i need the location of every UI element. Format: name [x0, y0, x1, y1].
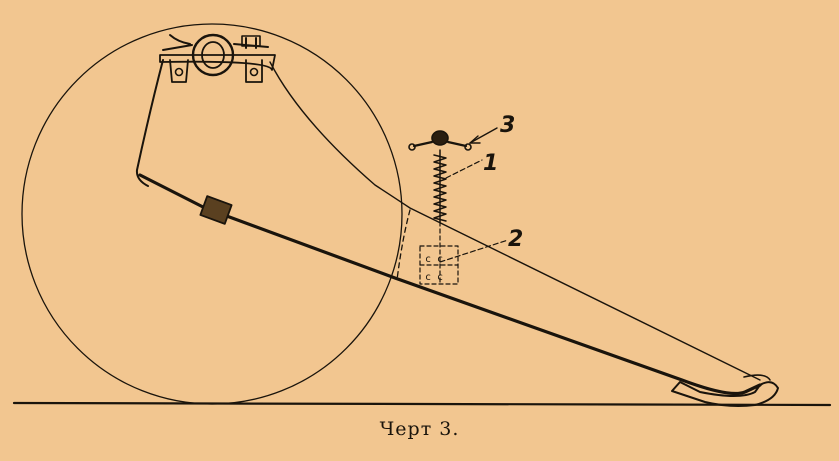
wing-nut-left-end: [408, 143, 416, 151]
guide-box-marks-lower: c c: [425, 272, 443, 283]
guide-box-marks: c c: [425, 254, 443, 265]
bracket-base: [159, 54, 276, 71]
bracket-right-hole: [249, 67, 259, 77]
bracket-left-hole: [174, 67, 184, 77]
bracket-ring-outer: [191, 33, 235, 77]
wing-nut-right-end: [464, 143, 472, 151]
leader-3-arrow: [469, 135, 481, 144]
label-guide: 2: [508, 227, 523, 252]
label-nut: 3: [500, 113, 515, 138]
arm-block: [199, 195, 233, 225]
wheel-circle: [21, 23, 403, 405]
leader-1: [445, 159, 483, 179]
bracket-left-ear: [169, 59, 189, 83]
leader-2: [439, 239, 509, 263]
bracket-clamp-left: [162, 34, 193, 51]
wing-nut-arms: [412, 140, 468, 148]
bracket-bolt-right: [241, 35, 261, 47]
arm-lower-edge: [138, 173, 762, 396]
arm-back-edge: [135, 59, 164, 187]
wing-nut-head: [431, 130, 449, 146]
arm-upper-edge: [269, 61, 761, 381]
bracket-ring-inner: [201, 41, 225, 69]
ground-line: [12, 401, 832, 407]
figure-caption: Черт 3.: [379, 418, 460, 440]
spring: [433, 154, 447, 222]
coulter-tip-inner: [743, 374, 771, 381]
coulter-tip: [671, 381, 779, 407]
leader-3: [469, 127, 498, 144]
bracket-right-ear: [245, 59, 263, 83]
housing-dashed: [396, 209, 411, 281]
label-spring: 1: [483, 151, 498, 176]
